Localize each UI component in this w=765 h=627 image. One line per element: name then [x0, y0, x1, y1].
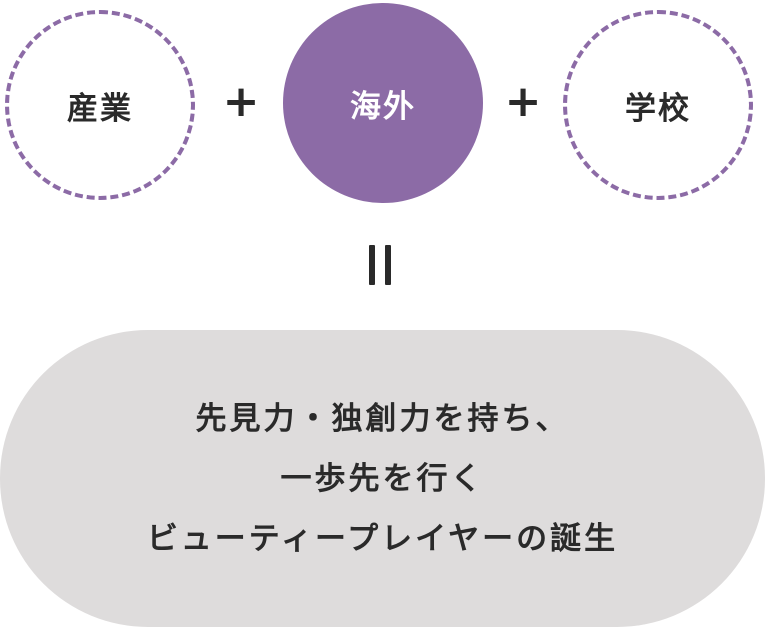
school-label: 学校 — [625, 90, 691, 127]
result-line-3: ビューティープレイヤーの誕生 — [146, 520, 619, 557]
industry-label: 産業 — [67, 90, 133, 127]
result-line-2: 一歩先を行く — [280, 460, 485, 497]
plus-sign-1: + — [222, 76, 260, 127]
result-line-1: 先見力・独創力を持ち、 — [195, 400, 570, 437]
school-circle: 学校 — [563, 10, 753, 200]
plus-sign-2: + — [504, 76, 542, 127]
result-pill: 先見力・独創力を持ち、 一歩先を行く ビューティープレイヤーの誕生 — [0, 330, 765, 627]
equals-bar — [385, 245, 391, 285]
industry-circle: 産業 — [5, 10, 195, 200]
equals-sign — [362, 245, 398, 285]
overseas-label: 海外 — [350, 88, 416, 125]
overseas-circle: 海外 — [283, 3, 483, 203]
equals-bar — [369, 245, 375, 285]
